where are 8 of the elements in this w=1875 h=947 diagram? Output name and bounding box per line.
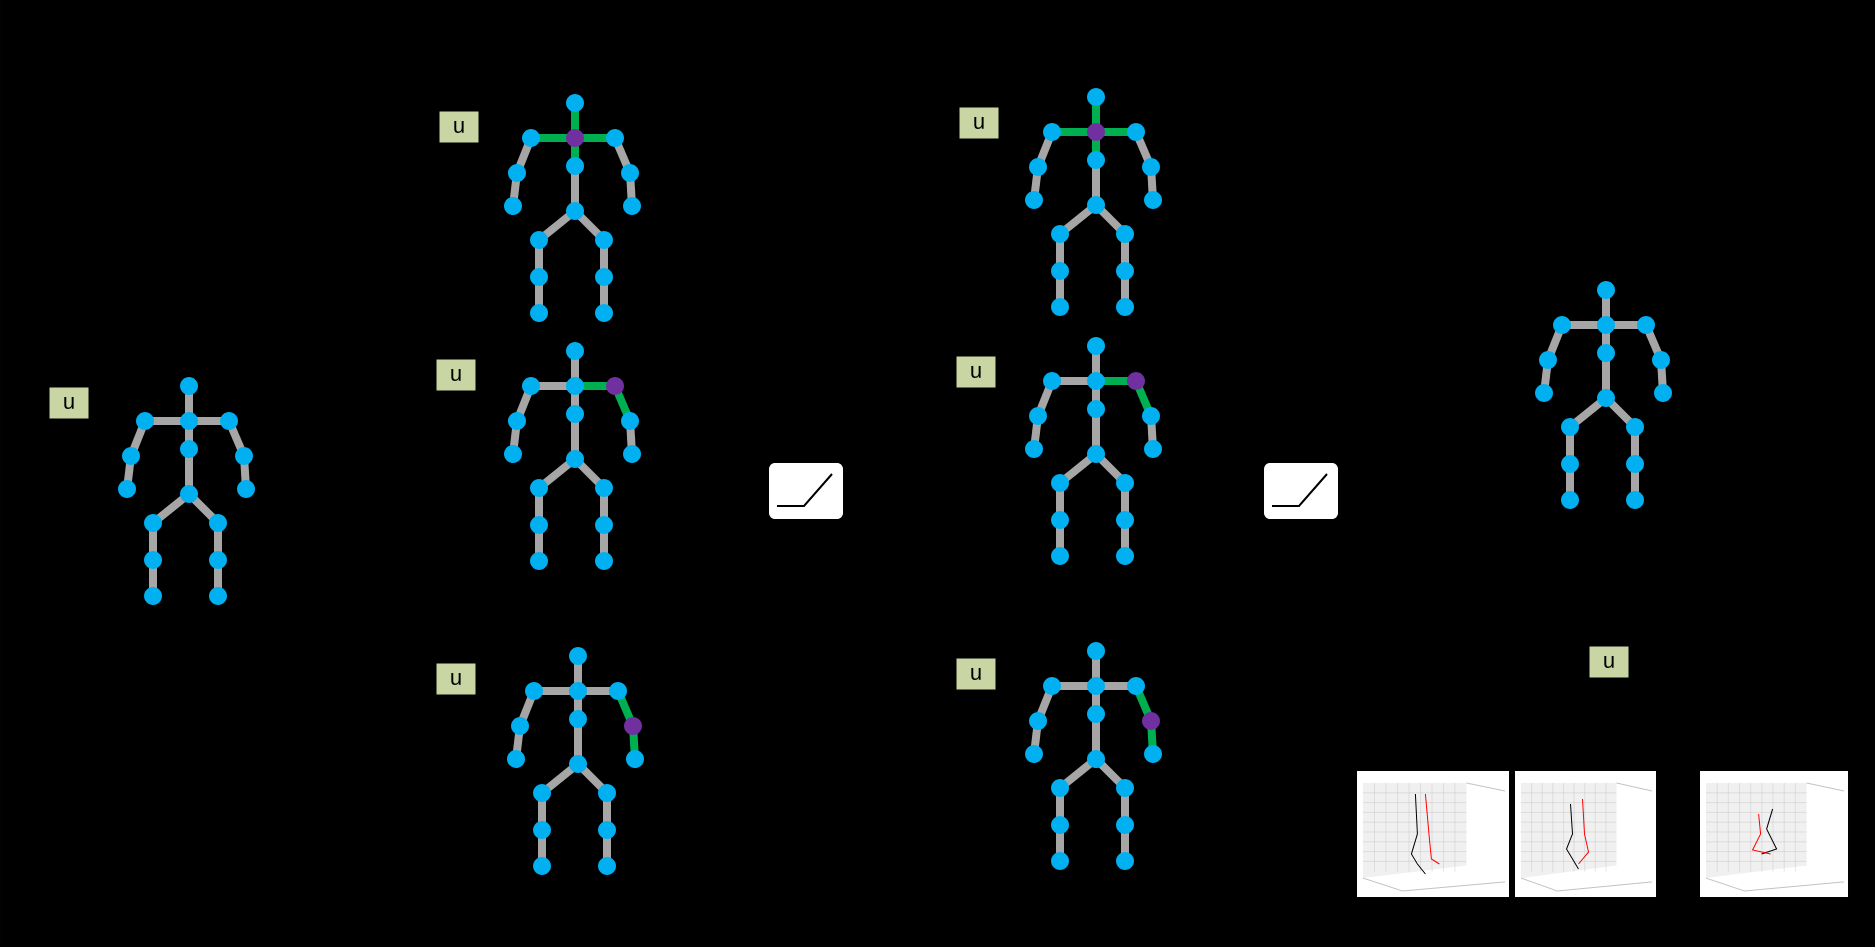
variable-box: u xyxy=(959,107,999,139)
variable-box: u xyxy=(1589,646,1629,678)
variable-box: u xyxy=(436,663,476,695)
variable-box: u xyxy=(436,359,476,391)
variable-box: u xyxy=(956,658,996,690)
variable-box: u xyxy=(956,356,996,388)
variable-box: u xyxy=(439,111,479,143)
variable-box: u xyxy=(49,387,89,419)
